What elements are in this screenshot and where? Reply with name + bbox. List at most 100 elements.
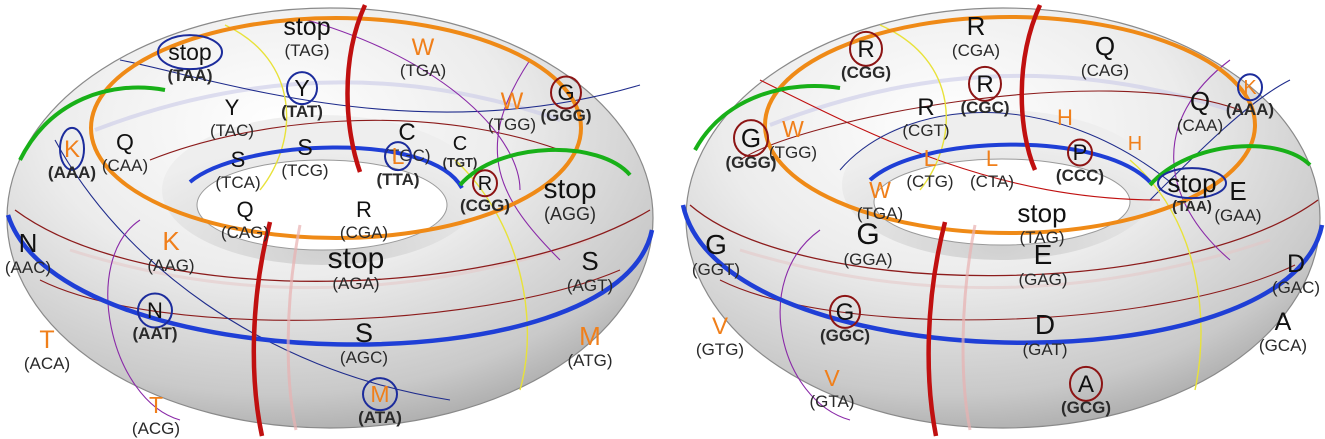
codon-text: (CGG) bbox=[841, 63, 891, 82]
amino-acid-letter: G bbox=[836, 299, 855, 326]
codon-label: S(AGT) bbox=[567, 246, 613, 295]
amino-acid-letter: T bbox=[149, 392, 163, 418]
codon-label: R(CGG) bbox=[841, 30, 891, 82]
codon-text: (AGG) bbox=[544, 204, 596, 224]
green-ring bbox=[458, 147, 632, 187]
amino-acid-letter: R bbox=[356, 197, 372, 222]
codon-label: stop(TAG) bbox=[1017, 198, 1066, 247]
codon-text: (TAG) bbox=[284, 41, 329, 60]
codon-text: (AAC) bbox=[5, 258, 51, 277]
red-ring bbox=[286, 224, 302, 431]
amino-acid-letter: G bbox=[856, 218, 879, 251]
purple-line bbox=[1173, 59, 1231, 261]
codon-label: T(ACA) bbox=[24, 326, 70, 373]
codon-label: W(TGG) bbox=[488, 88, 536, 134]
codon-text: (TGG) bbox=[488, 115, 536, 134]
amino-acid-letter: S bbox=[231, 147, 246, 172]
amino-acid-letter: N bbox=[19, 228, 38, 258]
yellow-line bbox=[879, 24, 947, 191]
codon-label: D(GAC) bbox=[1272, 250, 1320, 297]
codon-text: (ATG) bbox=[567, 351, 612, 370]
blue-circle-marker bbox=[1157, 167, 1227, 200]
codon-label: Q(CAG) bbox=[221, 197, 269, 242]
maroon-line bbox=[689, 199, 1319, 277]
blue-circle-marker bbox=[362, 377, 398, 412]
amino-acid-letter: G bbox=[557, 80, 574, 105]
navy-line bbox=[54, 139, 451, 401]
codon-text: (TTA) bbox=[376, 170, 419, 189]
yellow-line bbox=[454, 159, 529, 391]
codon-text: (CTG) bbox=[906, 172, 953, 191]
codon-label: E(GAG) bbox=[1018, 239, 1067, 289]
codon-text: (AAA) bbox=[1226, 100, 1274, 119]
codon-text: (GTG) bbox=[696, 340, 744, 359]
amino-acid-letter: Q bbox=[1095, 31, 1115, 61]
codon-label: A(GCG) bbox=[1061, 365, 1111, 417]
codon-text: (TAG) bbox=[1019, 228, 1064, 247]
red-ring bbox=[961, 224, 977, 431]
red-circle-marker bbox=[968, 65, 1002, 102]
codon-text: (AAG) bbox=[147, 256, 194, 275]
amino-acid-letter: C bbox=[398, 119, 415, 146]
codon-label: N(AAT) bbox=[133, 292, 178, 343]
codon-label: G(GGA) bbox=[843, 218, 892, 269]
codon-label: L(CTG) bbox=[906, 145, 953, 191]
codon-text: (GAT) bbox=[1022, 340, 1067, 359]
codon-text: (CTA) bbox=[970, 172, 1014, 191]
blue-ring bbox=[188, 145, 464, 190]
codon-text: (AGT) bbox=[567, 276, 613, 295]
amino-acid-letter: G bbox=[705, 229, 727, 260]
left-torus: stop(TAG)stop(TAA)W(TGA)Y(TAT)Y(TAC)C(TG… bbox=[5, 4, 655, 438]
codon-label: Y(TAT) bbox=[281, 71, 323, 121]
maroon-line bbox=[759, 79, 1161, 201]
codon-text: (TAC) bbox=[210, 121, 254, 140]
red-circle-marker bbox=[472, 169, 498, 198]
codon-text: (GCA) bbox=[1259, 336, 1307, 355]
green-ring bbox=[1148, 144, 1312, 187]
amino-acid-letter: S bbox=[297, 134, 312, 160]
codon-label: W(TGG) bbox=[769, 116, 817, 162]
back-line bbox=[739, 238, 1271, 290]
codon-text: (TGT) bbox=[443, 155, 478, 170]
codon-text: (TAA) bbox=[1172, 198, 1212, 215]
codon-text: (CAA) bbox=[102, 156, 148, 175]
codon-label: G(GGG) bbox=[541, 75, 592, 125]
codon-text: (TCA) bbox=[215, 173, 260, 192]
codon-text: (GGT) bbox=[692, 260, 740, 279]
red-ring bbox=[345, 4, 368, 173]
codon-label: P(CCC) bbox=[1056, 138, 1104, 185]
codon-text: (GTA) bbox=[809, 392, 854, 411]
red-ring bbox=[251, 221, 273, 437]
codon-label: G(GGG) bbox=[726, 119, 777, 172]
codon-label: H bbox=[1057, 105, 1073, 130]
blue-circle-marker bbox=[1237, 73, 1263, 102]
amino-acid-letter: S bbox=[355, 318, 373, 348]
codon-text: (GAA) bbox=[1214, 206, 1261, 225]
codon-label: V(GTG) bbox=[696, 313, 744, 359]
red-ring bbox=[1019, 4, 1043, 171]
torus-hole bbox=[196, 159, 448, 251]
maroon-line bbox=[14, 209, 651, 282]
back-line bbox=[94, 80, 561, 132]
codon-text: (AAA) bbox=[48, 163, 96, 182]
amino-acid-letter: L bbox=[986, 146, 998, 171]
amino-acid-letter: K bbox=[64, 136, 80, 163]
amino-acid-letter: A bbox=[1275, 308, 1292, 336]
codon-label: K(AAA) bbox=[48, 126, 96, 182]
blue-ring bbox=[5, 214, 655, 347]
codon-label: R(CGA) bbox=[340, 197, 388, 242]
codon-label: R(CGA) bbox=[952, 11, 1000, 60]
maroon-line bbox=[149, 119, 561, 161]
red-ring bbox=[926, 221, 948, 437]
codon-label: L(CTA) bbox=[970, 146, 1014, 191]
codon-label: S(TCG) bbox=[281, 134, 328, 180]
amino-acid-letter: R bbox=[857, 36, 874, 63]
amino-acid-letter: R bbox=[976, 71, 993, 98]
codon-label: Q(CAA) bbox=[1177, 86, 1223, 135]
codon-label: M(ATG) bbox=[567, 321, 612, 370]
codon-text: (ACG) bbox=[132, 419, 180, 438]
codon-text: (TGC) bbox=[383, 146, 430, 165]
codon-label: M(ATA) bbox=[358, 377, 402, 427]
torus-hole bbox=[873, 158, 1131, 246]
